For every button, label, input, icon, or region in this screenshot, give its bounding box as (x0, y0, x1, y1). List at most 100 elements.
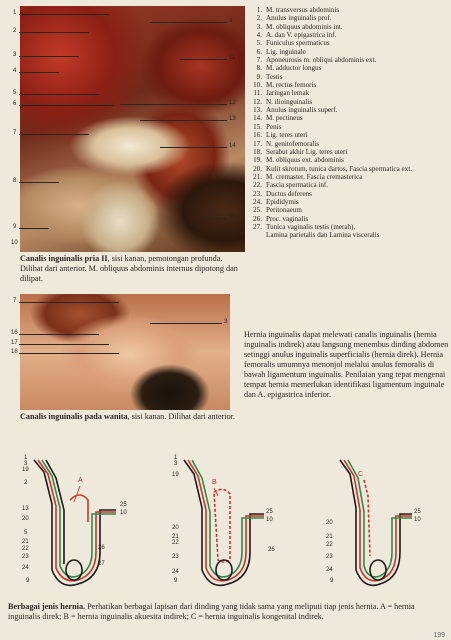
diagram-label: 10 (414, 517, 421, 523)
dissection-photo-inguinal-canal-male (20, 6, 245, 252)
legend-number: 6. (256, 47, 262, 56)
legend-item: 11. Jaringan lemak (247, 89, 447, 97)
diagram-label: 24 (22, 565, 29, 571)
legend-item: 12. N. ilioinguinalis (247, 98, 447, 106)
diagram-label: 9 (174, 578, 178, 584)
diagram-label: 2 (24, 480, 28, 486)
legend-item: 1.M. transversus abdominis (247, 6, 447, 14)
diagram-label: 5 (24, 530, 28, 536)
legend-item: 24.Epididymis (247, 198, 447, 206)
legend-text: Tunica vaginalis testis (merah), (266, 222, 356, 231)
photo1-label: 13 (229, 116, 236, 122)
diagram-label: 3 (174, 461, 178, 467)
diagram-letter: B (212, 479, 217, 486)
legend-item: 16.Lig. teres uteri (247, 131, 447, 139)
legend-number: 4. (256, 31, 262, 40)
diagram-label: 21 (22, 539, 29, 545)
photo1-label: 6 (13, 101, 17, 107)
legend-number: 27. (253, 222, 262, 231)
hernia-diagram-c: 20 21 22 23 24 9 25 10 C (298, 452, 443, 598)
legend-text: M. cremaster, Fascia cremasterica (266, 172, 363, 181)
legend-text: Funiculus spermaticus (266, 39, 330, 48)
legend-text: Lig. teres uteri (266, 131, 308, 140)
legend-number: 11. (253, 89, 262, 98)
legend-text: M. pectineus (266, 114, 303, 123)
legend-number: 1. (256, 6, 262, 14)
diagram-label: 19 (172, 472, 179, 478)
legend-text: Proc. vaginalis (266, 214, 309, 223)
photo1-label: 3 (13, 52, 17, 58)
legend-number: 17. (253, 139, 262, 148)
legend-item: 10.M. rectus femoris (247, 81, 447, 89)
photo1-label: 3 (229, 18, 233, 24)
legend-item: 26. Proc. vaginalis (247, 215, 447, 223)
photo1-label: 7 (13, 130, 17, 136)
legend-number: 12. (253, 97, 262, 106)
legend-text: Peritonaeum (266, 206, 302, 215)
legend-number: 7. (256, 56, 262, 65)
legend-number: 5. (256, 39, 262, 48)
legend-item: 18. Serabut akhir Lig. teres uteri (247, 148, 447, 156)
photo1-label: 12 (229, 100, 236, 106)
diagram-label: 23 (172, 554, 179, 560)
legend-item: 2. Anulus inguinalis prof. (247, 14, 447, 22)
legend-number: 19. (253, 156, 262, 165)
legend-text: Ductus deferens (266, 189, 312, 198)
page-number: 199 (433, 632, 445, 639)
diagram-label: 25 (120, 502, 127, 508)
hernia-diagram-a: 1 3 19 2 13 20 5 21 22 23 24 9 25 10 26 … (8, 452, 153, 598)
photo1-label: 9 (13, 224, 17, 230)
legend-text: N. ilioinguinalis (266, 97, 313, 106)
diagram-label: 26 (98, 545, 105, 551)
diagram-label: 19 (22, 467, 29, 473)
photo1-label: 14 (229, 143, 236, 149)
legend-number: 2. (256, 14, 262, 23)
photo2-label: 17 (11, 340, 18, 346)
photo2-label: 18 (11, 349, 18, 355)
legend-text: Anulus inguinalis prof. (266, 14, 332, 23)
legend-number: 24. (253, 197, 262, 206)
legend-text: Lig. inguinale (266, 47, 306, 56)
legend-item: 13.Anulus inguinalis superf. (247, 106, 447, 114)
diagram-label: 25 (414, 509, 421, 515)
diagram-label: 9 (26, 578, 30, 584)
diagram-label: 9 (330, 578, 334, 584)
diagram-label: 20 (326, 520, 333, 526)
hernia-diagram-b: 1 3 19 20 21 22 23 24 9 25 10 26 B (150, 452, 295, 598)
legend-item: 3.M. obliquus abdominis int. (247, 23, 447, 31)
legend-text: Jaringan lemak (266, 89, 310, 98)
legend-number: 26. (253, 214, 262, 223)
diagram-label: 1 (174, 455, 178, 461)
photo1-label: 8 (13, 178, 17, 184)
legend-text: Serabut akhir Lig. teres uteri (266, 147, 348, 156)
diagram-label: 1 (24, 455, 28, 461)
photo2-label: 7 (13, 298, 17, 304)
diagram-label: 26 (268, 547, 275, 553)
diagram-label: 22 (172, 540, 179, 546)
legend-item: 14.M. pectineus (247, 114, 447, 122)
diagram-label: 13 (22, 506, 29, 512)
diagram-label: 22 (22, 546, 29, 552)
legend-item: 9.Testis (247, 73, 447, 81)
photo1-caption: Canalis inguinalis pria II, sisi kanan, … (20, 254, 238, 283)
legend-item: 27. Tunica vaginalis testis (merah), (247, 223, 447, 231)
legend-number: 15. (253, 122, 262, 131)
diagram-label: 21 (326, 534, 333, 540)
diagram-caption: Berbagai jenis hernia. Perhatikan berbag… (8, 602, 415, 621)
diagram-label: 3 (24, 461, 28, 467)
photo2-label: 3 (224, 319, 228, 325)
photo1-label: 4 (13, 68, 17, 74)
photo1-label: 1 (13, 10, 17, 16)
legend-item: 4.A. dan V. epigastrica inf. (247, 31, 447, 39)
legend-text: N. genitofemoralis (266, 139, 320, 148)
diagram-label: 27 (98, 561, 105, 567)
legend-number: 9. (256, 72, 262, 81)
photo1-label: 11 (229, 55, 236, 61)
legend-text: M. obliquus ext. abdominis (266, 156, 344, 165)
legend-item: 15.Penis (247, 123, 447, 131)
photo2-caption: Canalis inguinalis pada wanita, sisi kan… (20, 412, 235, 421)
legend-number: 21. (253, 172, 262, 181)
legend-number: 18. (253, 147, 262, 156)
body-paragraph: Hernia inguinalis dapat melewati canalis… (244, 330, 449, 400)
